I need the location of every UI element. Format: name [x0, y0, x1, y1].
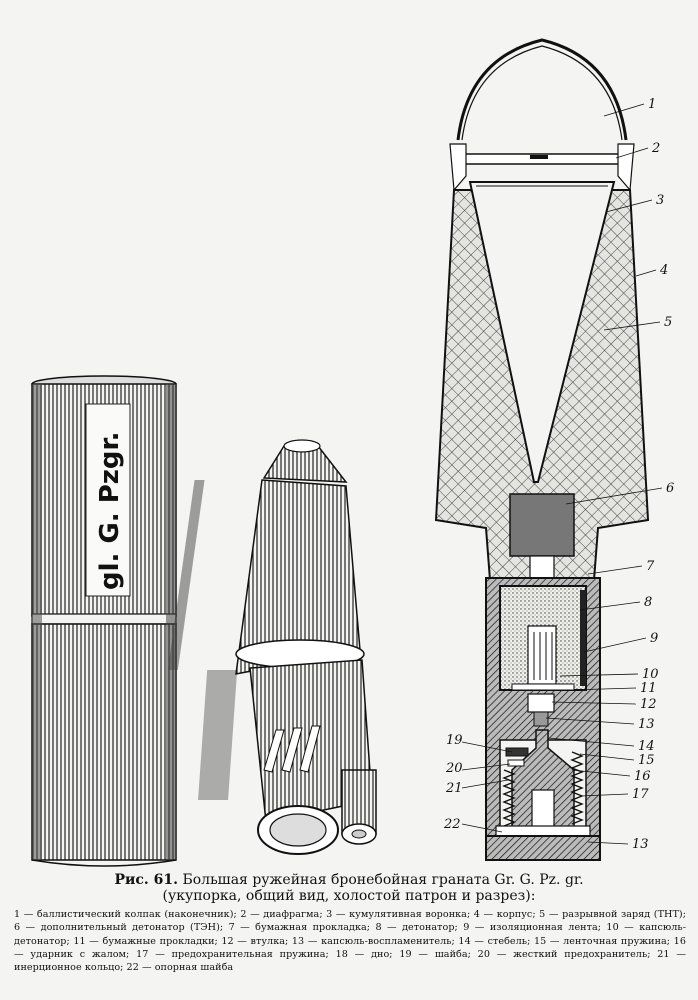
caption-title: Большая ружейная бронебойная граната Gr.… [182, 872, 584, 888]
callout-7: 7 [646, 559, 655, 574]
callout-19: 19 [446, 733, 463, 748]
callout-21: 21 [445, 781, 463, 796]
callout-14: 14 [638, 739, 655, 754]
callout-16: 16 [634, 769, 651, 784]
packing-tube: gl. G. Pzgr. [31, 375, 177, 867]
callout-4: 4 [659, 263, 668, 278]
callout-22: 22 [443, 817, 461, 832]
figure-label: Рис. 61. [114, 872, 178, 888]
callout-10: 10 [642, 667, 659, 682]
callout-15: 15 [638, 753, 655, 768]
callout-8: 8 [644, 595, 652, 610]
grenade-figure: gl. G. Pzgr. [31, 38, 674, 867]
figure-caption: Рис. 61. Большая ружейная бронебойная гр… [12, 872, 686, 904]
callout-13: 13 [638, 717, 655, 732]
caption-title-line: Рис. 61. Большая ружейная бронебойная гр… [12, 872, 686, 888]
grenade-exterior [167, 439, 377, 855]
tube-marking: gl. G. Pzgr. [95, 431, 125, 590]
callout-20: 20 [445, 761, 463, 776]
callout-1: 1 [648, 97, 656, 112]
callout-3: 3 [656, 193, 664, 208]
callout-6: 6 [666, 481, 674, 496]
callout-17: 17 [632, 787, 649, 802]
callout-11: 11 [640, 681, 657, 696]
leader-lines [461, 103, 663, 845]
callout-12: 12 [640, 697, 657, 712]
callout-5: 5 [664, 315, 672, 330]
callout-13-base: 13 [632, 837, 649, 852]
callout-9: 9 [650, 631, 658, 646]
grenade-section [434, 38, 650, 861]
caption-subtitle: (укупорка, общий вид, холостой патрон и … [162, 888, 536, 904]
callout-labels: 1 2 3 4 5 6 7 8 9 10 11 12 13 14 15 16 1… [443, 97, 674, 852]
callout-2: 2 [651, 141, 660, 156]
parts-legend: 1 — баллистический колпак (наконечник); … [14, 909, 686, 974]
